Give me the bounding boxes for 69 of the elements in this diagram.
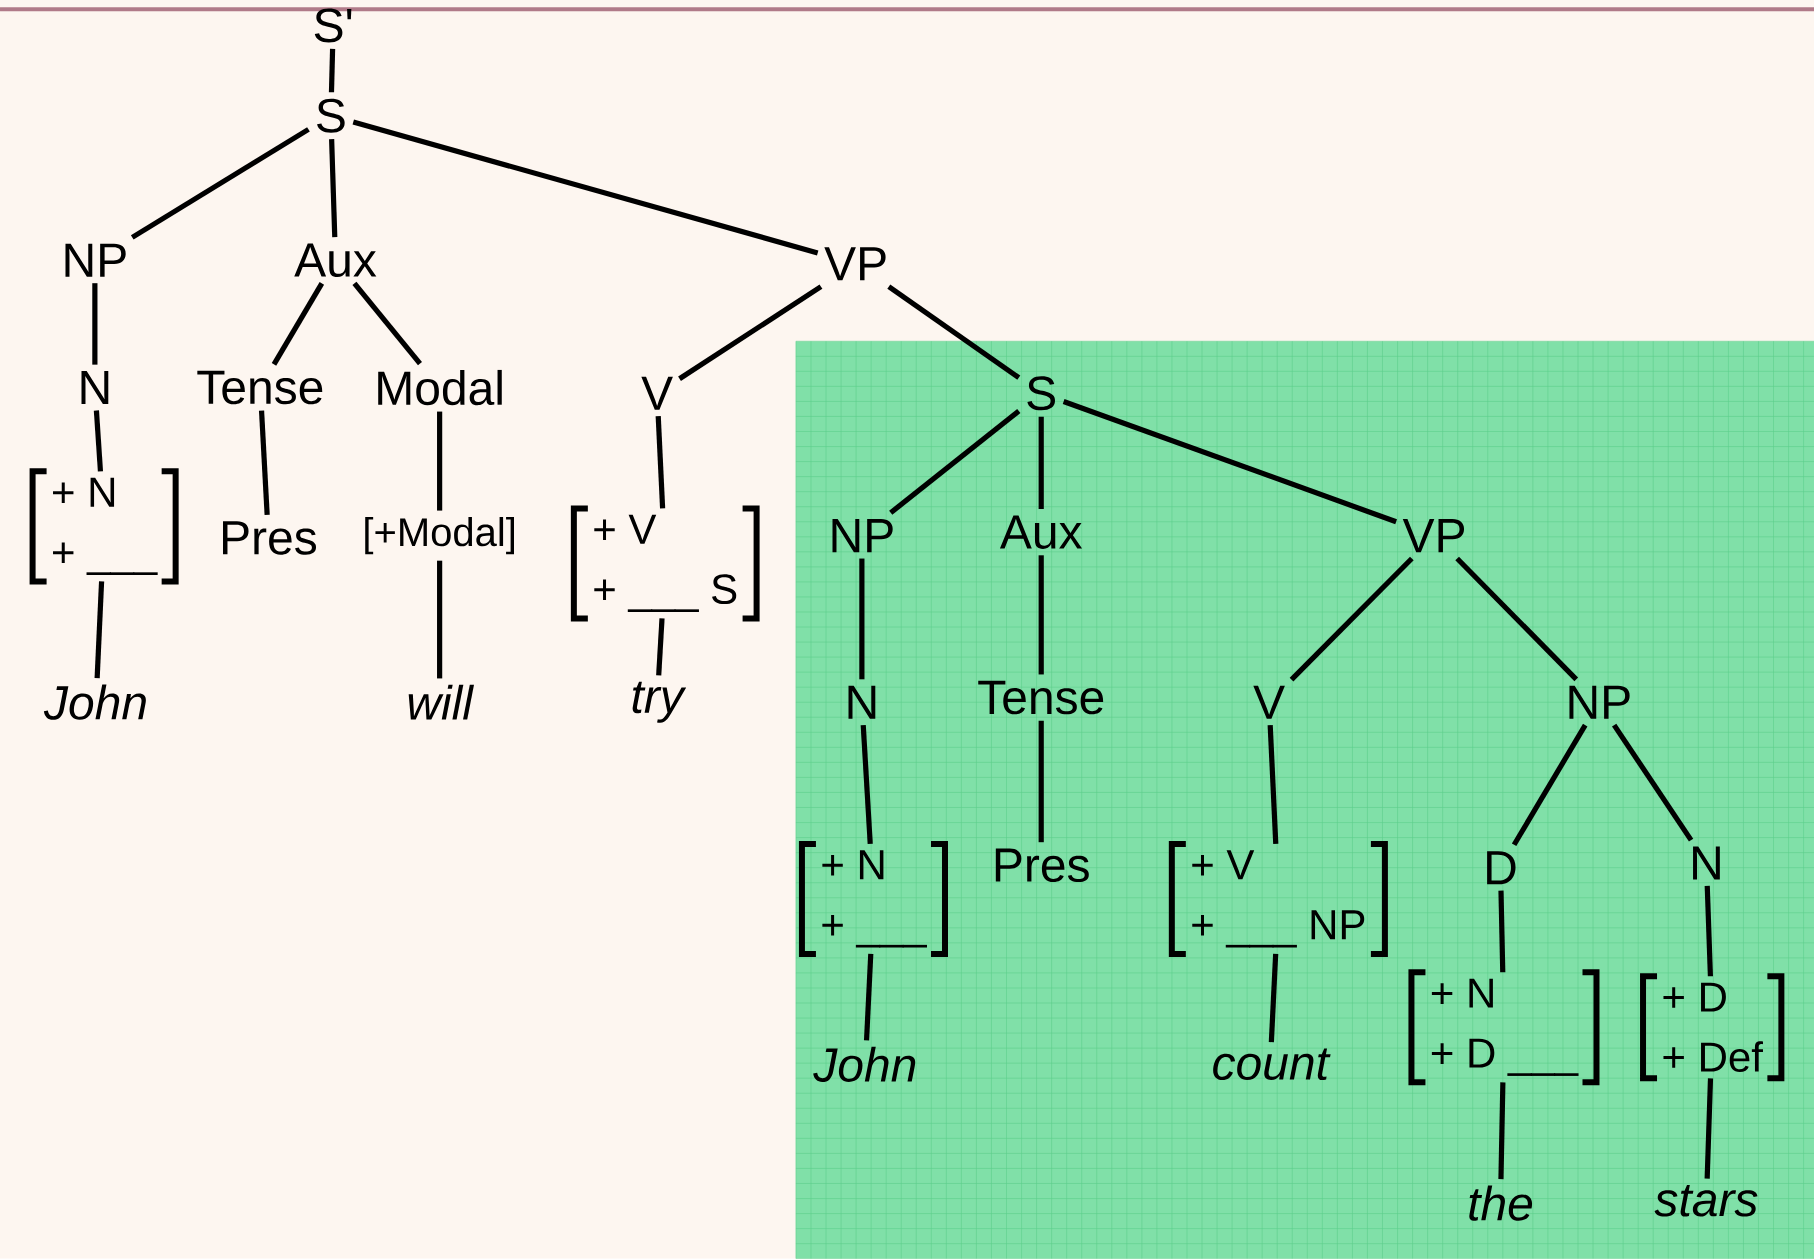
tree-branch: [271, 282, 325, 366]
category-label: S': [314, 8, 352, 43]
feature-matrix: + N + ___: [798, 841, 948, 958]
tree-branch: [1511, 723, 1588, 847]
tree-branch: [352, 119, 819, 256]
tree-branch: [1612, 723, 1694, 842]
feature-matrix: + N + D ___: [1408, 969, 1600, 1086]
word-label: try: [632, 681, 687, 723]
tree-branch: [887, 284, 1021, 380]
word-label: count: [1213, 1048, 1331, 1081]
word-label: the: [1469, 1185, 1533, 1221]
category-label: Aux: [999, 515, 1083, 550]
tree-branch: [328, 48, 336, 93]
feature-label: [+Modal]: [365, 517, 514, 555]
tree-branch: [1038, 416, 1044, 510]
category-label: NP: [832, 519, 893, 553]
word-label: John: [43, 684, 146, 720]
category-label: Modal: [378, 370, 502, 406]
category-label: VP: [824, 247, 886, 281]
word-label: stars: [1654, 1185, 1758, 1217]
tree-branch: [1704, 886, 1713, 977]
tree-branch: [655, 416, 666, 509]
word-label: will: [408, 685, 474, 720]
tree-branch: [130, 127, 310, 240]
category-label: Pres: [223, 521, 316, 555]
tree-branch: [1038, 720, 1044, 843]
tree-branch: [1455, 556, 1579, 682]
tree-branch: [258, 410, 270, 516]
category-label: Tense: [197, 370, 323, 405]
tree-branch: [889, 409, 1021, 515]
tree-branch: [860, 725, 873, 845]
tree-branch: [437, 411, 443, 511]
tree-branch: [93, 410, 104, 472]
category-label: N: [81, 371, 109, 405]
category-label: V: [641, 376, 673, 410]
feature-matrix: + N + ___: [29, 468, 179, 585]
word-label: John: [813, 1046, 916, 1083]
tree-branch: [859, 558, 865, 680]
tree-branch: [1267, 725, 1279, 845]
category-label: N: [848, 685, 876, 719]
tree-branch: [1038, 555, 1044, 675]
tree-branch: [863, 953, 874, 1041]
tree-branch: [1289, 556, 1414, 682]
feature-matrix: + V + ___ NP: [1168, 841, 1388, 958]
tree-branch: [1704, 1078, 1714, 1179]
category-label: VP: [1402, 519, 1465, 553]
tree-branch: [1498, 890, 1506, 973]
tree-branch: [329, 139, 338, 238]
tree-branch: [1062, 399, 1398, 525]
tree-branch: [94, 581, 105, 679]
tree-branch: [352, 281, 422, 366]
category-label: N: [1693, 846, 1720, 880]
tree-branch: [437, 560, 443, 679]
category-label: NP: [1569, 685, 1630, 719]
feature-matrix: + V + ___ S: [570, 505, 760, 622]
category-label: Aux: [294, 243, 377, 278]
tree-branch: [678, 284, 823, 382]
category-label: Tense: [978, 681, 1104, 715]
tree-branch: [656, 618, 665, 676]
category-label: S: [317, 98, 345, 133]
category-label: V: [1253, 685, 1285, 719]
tree-branch: [1268, 953, 1279, 1043]
category-label: NP: [65, 243, 126, 277]
category-label: D: [1487, 851, 1516, 885]
feature-matrix: + D + Def: [1640, 973, 1785, 1082]
category-label: Pres: [995, 848, 1089, 883]
tree-branch: [92, 283, 98, 365]
tree-branch: [1498, 1082, 1506, 1180]
category-label: S: [1027, 376, 1055, 411]
